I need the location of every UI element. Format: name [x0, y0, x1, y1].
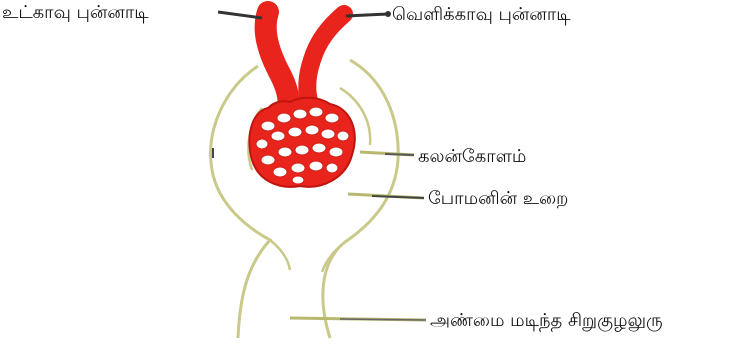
- pointer-efferent: [346, 14, 388, 16]
- capillary-loop: [312, 143, 326, 153]
- label-afferent-arteriole: உட்காவு புன்னாடி: [2, 4, 149, 22]
- label-proximal-convoluted-tubule: அண்மை மடிந்த சிறுகுழலுரு: [430, 312, 663, 330]
- bowmans-capsule-outer-left: [211, 66, 270, 338]
- capillary-loop: [305, 125, 319, 135]
- efferent-arteriole-vessel: [307, 14, 344, 104]
- bowmans-capsule-outer-right: [323, 60, 398, 338]
- capillary-loop: [291, 163, 305, 173]
- pointer-afferent: [218, 12, 262, 18]
- capillary-loop: [261, 155, 275, 165]
- capillary-loop: [261, 121, 275, 131]
- label-glomerulus: கலன்கோளம்: [418, 148, 526, 166]
- pointer-pct-dark: [340, 319, 426, 320]
- capillary-loop: [273, 167, 287, 177]
- capillary-loop: [309, 161, 323, 171]
- capillary-loop: [293, 109, 307, 119]
- label-bowmans-capsule: போமனின் உறை: [428, 190, 568, 208]
- capillary-loop: [309, 107, 323, 117]
- capillary-loop: [278, 147, 292, 157]
- capillary-loop: [288, 127, 302, 137]
- capillary-loop: [337, 131, 349, 141]
- capillary-loop: [326, 163, 338, 173]
- capillary-loop: [329, 147, 343, 157]
- label-efferent-arteriole: வெளிக்காவு புன்னாடி: [392, 6, 571, 24]
- tubule-neck-left: [270, 240, 290, 270]
- pointer-glomerulus-dark: [385, 154, 414, 155]
- pointer-efferent-dot: [385, 11, 391, 17]
- capillary-loop: [277, 113, 291, 123]
- capillary-loop: [271, 131, 285, 141]
- capillary-loop: [325, 113, 339, 123]
- capillary-loop: [292, 176, 304, 184]
- capillary-loop: [295, 145, 309, 155]
- capillary-loop: [256, 139, 268, 149]
- capillary-loop: [321, 129, 335, 139]
- afferent-arteriole-vessel: [266, 12, 289, 112]
